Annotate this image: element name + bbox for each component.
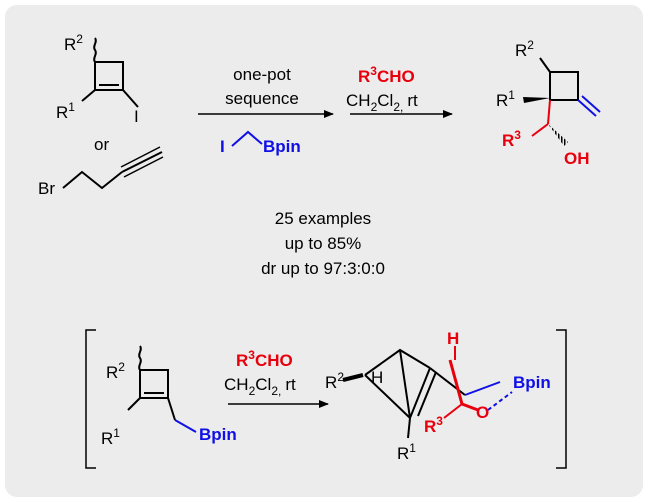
ts-bridge	[399, 349, 411, 419]
summary-dr: dr up to 97:3:0:0	[261, 259, 385, 278]
reagent-chain	[231, 130, 263, 147]
ts-h-left-label: H	[371, 368, 383, 387]
substrate1-iodo-label: I	[134, 107, 139, 126]
product-r1-label: R1	[496, 88, 515, 110]
intermediate-r2-label: R2	[106, 360, 125, 382]
product-bond-r3	[531, 123, 549, 137]
summary-examples: 25 examples	[275, 209, 371, 228]
alkyne-bond-3	[123, 156, 164, 178]
intermediate-wavy-r2	[138, 345, 142, 371]
product-bond-carbinol	[547, 99, 551, 125]
bond-iodo	[122, 89, 139, 108]
alkyne-bond-1	[121, 151, 163, 173]
scheme-panel	[5, 5, 643, 497]
product-cyclobutane-ring	[549, 71, 579, 101]
ts-ring-bond	[409, 367, 431, 419]
ts-h-top-label: H	[447, 329, 459, 348]
intermediate-r1-label: R1	[101, 426, 120, 448]
bottom-aldehyde: R3CHO	[236, 348, 293, 370]
ts-oxygen-label: O	[476, 403, 489, 422]
ts-dative-ob-bond	[487, 391, 513, 411]
ts-bond-b-ch2	[464, 381, 501, 396]
ts-bold-bond-r2	[342, 373, 364, 382]
intermediate-allylboronate	[127, 345, 197, 433]
substrate1-r2-label: R2	[64, 32, 83, 54]
right-bracket	[556, 329, 567, 469]
bond-r1	[81, 89, 96, 102]
product-r2-label: R2	[515, 38, 534, 60]
ts-bond-r1	[407, 417, 411, 439]
product-structure	[531, 57, 601, 137]
substrate-cyclobutene-iodide	[81, 37, 139, 108]
step1-condition-line2: sequence	[225, 89, 299, 108]
intermediate-bond-ch2	[167, 397, 176, 421]
product-bond-r2	[539, 57, 551, 73]
reagent-bpin-label: Bpin	[263, 137, 301, 156]
left-bracket	[85, 329, 96, 469]
product-oh-label: OH	[564, 149, 590, 168]
ts-r1-label: R1	[397, 441, 416, 463]
step2-solvent: CH2Cl2,rt	[346, 91, 418, 114]
hash-bond-oh	[548, 124, 568, 146]
step2-aldehyde: R3CHO	[358, 64, 415, 86]
alkyl-chain	[62, 170, 123, 190]
exo-methylene-bond	[577, 99, 597, 117]
or-label: or	[94, 135, 109, 154]
ts-bond-r3	[443, 403, 463, 419]
ts-left-edge	[364, 374, 411, 419]
substrate2-bromo-label: Br	[38, 179, 55, 198]
ts-bpin-label: Bpin	[513, 373, 551, 392]
ts-ring-double	[417, 371, 437, 417]
summary-yield: up to 85%	[285, 234, 362, 253]
intermediate-bond-bpin	[174, 419, 197, 433]
reagent-iodo-label: I	[220, 137, 225, 156]
substrate-bromobutyne	[62, 146, 164, 190]
alkyne-bond-2	[120, 146, 161, 168]
ts-r2-label: R2	[325, 370, 344, 392]
ts-forming-cc-bond	[448, 359, 464, 405]
exo-methylene-double	[581, 95, 601, 113]
product-r3-label: R3	[502, 128, 521, 150]
intermediate-bpin-label: Bpin	[199, 425, 237, 444]
wavy-bond-r2	[93, 37, 97, 63]
transition-state	[342, 346, 513, 439]
ts-carbonyl-bond	[461, 402, 479, 412]
bottom-solvent: CH2Cl2,rt	[224, 375, 296, 398]
step1-condition-line1: one-pot	[233, 65, 291, 84]
wedge-bond-r1	[523, 97, 550, 103]
intermediate-bond-r1	[127, 397, 141, 411]
ts-r3-label: R3	[424, 414, 443, 436]
substrate1-r1-label: R1	[56, 100, 75, 122]
